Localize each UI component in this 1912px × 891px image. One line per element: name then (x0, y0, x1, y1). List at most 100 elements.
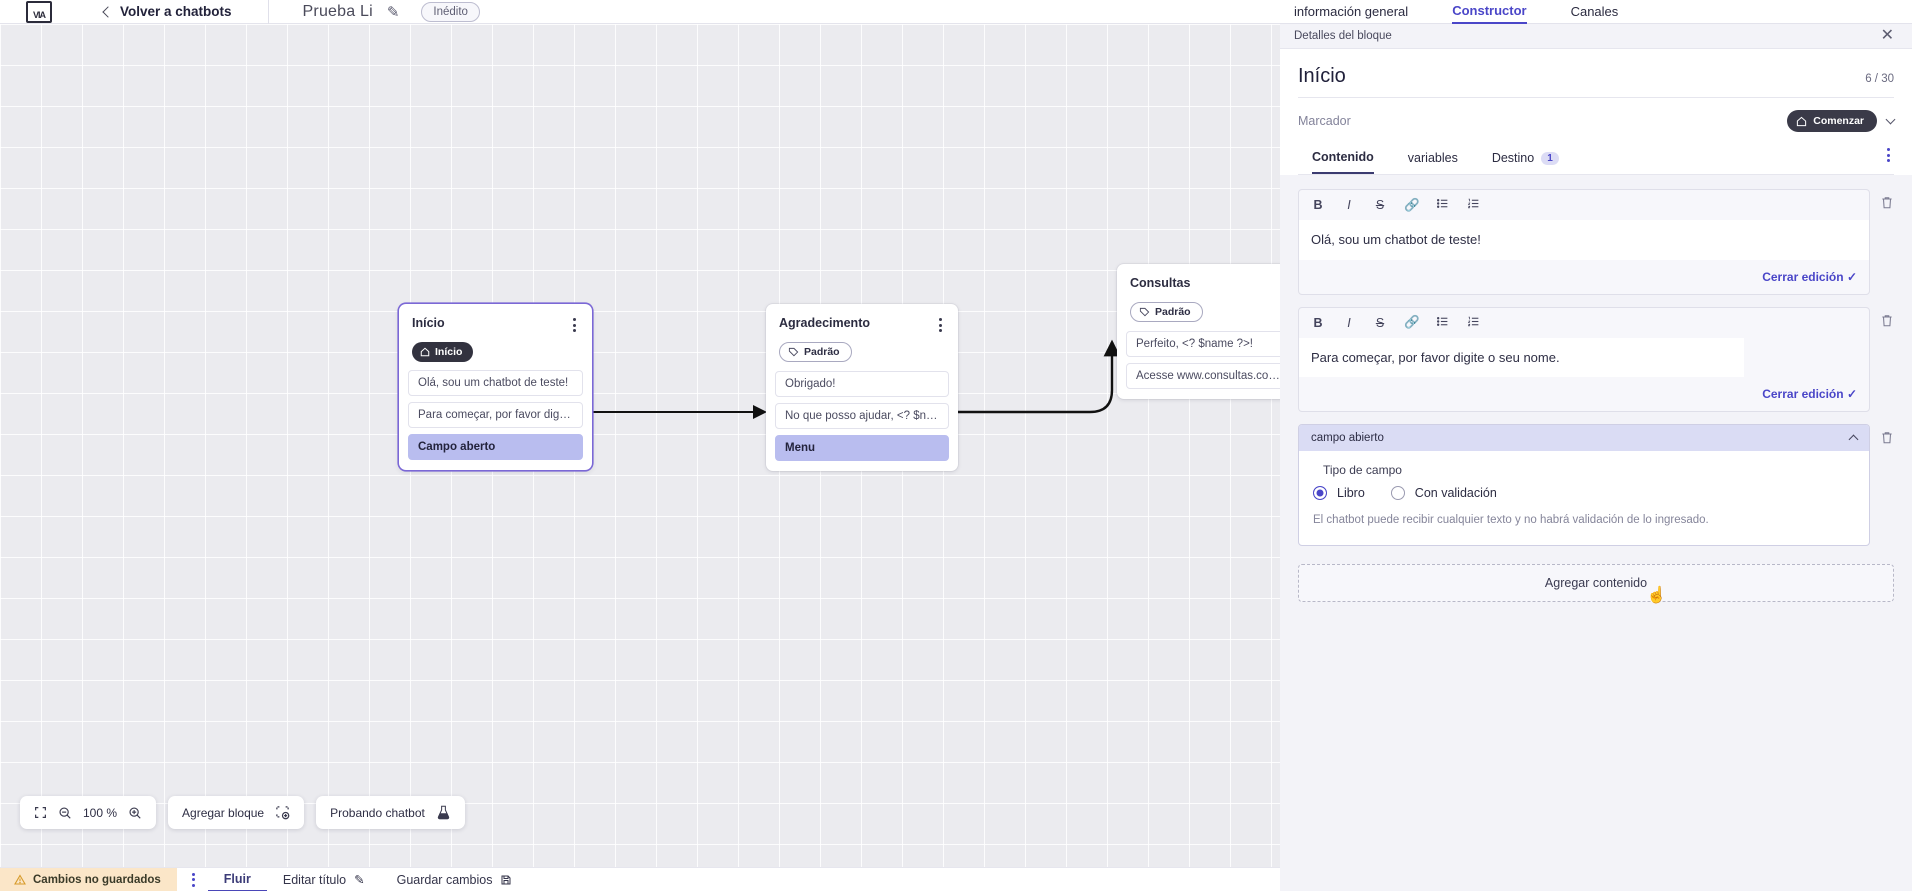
rich-text-value-2[interactable]: Para começar, por favor digite o seu nom… (1299, 337, 1744, 377)
delete-field-button[interactable] (1880, 424, 1894, 448)
logo-text: VIA (32, 9, 46, 20)
strikethrough-icon[interactable]: S (1375, 198, 1385, 212)
test-chatbot-button[interactable]: Probando chatbot (316, 796, 465, 829)
tab-destino-badge: 1 (1541, 151, 1559, 165)
node-rows: Olá, sou um chatbot de teste! Para começ… (399, 366, 592, 460)
flow-node-agradecimento[interactable]: Agradecimento Padrão Obrigado! No que po… (766, 304, 958, 471)
flask-icon (436, 805, 451, 820)
link-icon[interactable]: 🔗 (1404, 315, 1420, 329)
zoom-controls[interactable]: 100 % (20, 796, 157, 829)
save-icon (501, 875, 511, 884)
radio-con-validacion[interactable] (1390, 486, 1405, 500)
back-to-chatbots-link[interactable]: Volver a chatbots (102, 4, 232, 19)
marker-pill-comenzar[interactable]: Comenzar (1787, 110, 1877, 132)
zoom-level-label: 100 % (83, 805, 118, 820)
bold-icon[interactable]: B (1313, 315, 1323, 330)
tab-canales[interactable]: Canales (1570, 4, 1619, 19)
italic-icon[interactable]: I (1347, 198, 1351, 212)
node-tag-row: Padrão (766, 334, 958, 367)
node-row[interactable]: Perfeito, <? $name ?>! (1126, 330, 1297, 357)
rich-text-footer-1: Cerrar edición ✓ (1299, 260, 1869, 294)
bullet-list-icon[interactable] (1435, 315, 1449, 331)
delete-content-button-1[interactable] (1880, 189, 1894, 213)
bullet-list-icon[interactable] (1435, 197, 1449, 213)
bold-icon[interactable]: B (1313, 198, 1323, 212)
block-count: 6 / 30 (1865, 73, 1894, 85)
radio-libro[interactable] (1313, 486, 1327, 500)
tab-destino[interactable]: Destino 1 (1492, 151, 1559, 173)
content-options-button[interactable] (1887, 148, 1890, 162)
chevron-down-icon[interactable] (1885, 114, 1896, 125)
node-tag-label: Padrão (804, 346, 840, 358)
save-changes-button[interactable]: Guardar cambios (381, 868, 529, 891)
zoom-in-icon[interactable] (128, 806, 142, 820)
rich-text-editor-2[interactable]: B I S 🔗 Para começar, por favor digite (1298, 306, 1870, 412)
numbered-list-icon[interactable] (1466, 197, 1480, 213)
node-row[interactable]: Para começar, por favor digite o ... (408, 402, 583, 428)
node-tag-default: Padrão (1130, 302, 1203, 322)
rich-text-value-1[interactable]: Olá, sou um chatbot de teste! (1299, 220, 1869, 260)
pencil-icon[interactable]: ✎ (386, 3, 400, 21)
panel-subheader-title: Detalles del bloque (1294, 30, 1392, 42)
open-field-header[interactable]: campo abierto (1299, 425, 1869, 451)
rich-text-toolbar: B I S 🔗 (1299, 308, 1869, 338)
node-menu-button[interactable] (936, 316, 945, 334)
node-rows: Obrigado! No que posso ajudar, <? $name … (766, 367, 958, 461)
add-content-button[interactable]: Agregar contenido ☝ (1298, 564, 1894, 604)
close-icon[interactable]: ✕ (1880, 27, 1894, 44)
close-edit-label-1: Cerrar edición (1762, 269, 1844, 284)
flow-node-inicio[interactable]: Início Início Olá, sou um chatbot de tes… (399, 304, 592, 470)
tab-contenido[interactable]: Contenido (1312, 150, 1374, 174)
rich-text-editor-1[interactable]: B I S 🔗 Olá, sou um chatbot de teste! (1298, 189, 1870, 295)
pencil-icon: ✎ (354, 873, 365, 887)
close-edit-button-1[interactable]: Cerrar edición ✓ (1762, 270, 1857, 284)
strikethrough-icon[interactable]: S (1375, 315, 1385, 330)
node-row[interactable]: Menu (775, 434, 949, 461)
node-row[interactable]: No que posso ajudar, <? $name ... (775, 402, 949, 429)
node-row[interactable]: Campo aberto (408, 434, 583, 460)
content-card-2: B I S 🔗 Para começar, por favor digite (1298, 306, 1894, 412)
bot-title: Prueba Li (302, 2, 373, 20)
app-logo-icon[interactable]: VIA (26, 0, 52, 23)
open-field-title: campo abierto (1311, 432, 1384, 444)
divider (267, 0, 269, 24)
marker-control: Comenzar (1787, 110, 1896, 132)
edit-title-button[interactable]: Editar título ✎ (267, 868, 381, 891)
node-title: Consultas (1130, 276, 1191, 290)
add-block-icon (275, 805, 290, 820)
node-row[interactable]: Acesse www.consultas.com par... (1126, 362, 1297, 389)
bottom-menu-button[interactable] (189, 871, 198, 889)
field-type-label: Tipo de campo (1323, 463, 1402, 477)
field-type-options: Libro Con validación (1313, 486, 1855, 500)
tab-constructor[interactable]: Constructor (1452, 0, 1527, 24)
node-title: Agradecimento (779, 316, 870, 330)
node-menu-button[interactable] (570, 316, 579, 334)
close-edit-button-2[interactable]: Cerrar edición ✓ (1762, 387, 1857, 401)
back-label: Volver a chatbots (120, 4, 232, 19)
save-changes-label: Guardar cambios (396, 872, 493, 887)
tab-variables-label: variables (1407, 151, 1458, 165)
chevron-left-icon (102, 5, 114, 18)
node-row[interactable]: Obrigado! (775, 370, 949, 397)
open-field-card: campo abierto Tipo de campo Libro Con va… (1298, 424, 1870, 547)
delete-content-button-2[interactable] (1880, 307, 1894, 331)
node-row[interactable]: Olá, sou um chatbot de teste! (408, 370, 583, 396)
radio-con-validacion-label: Con validación (1414, 486, 1497, 500)
add-content-label: Agregar contenido (1544, 576, 1648, 591)
marker-row: Marcador Comenzar (1298, 98, 1896, 136)
link-icon[interactable]: 🔗 (1404, 197, 1420, 212)
node-rows: Perfeito, <? $name ?>! Acesse www.consul… (1117, 327, 1306, 389)
flow-node-consultas[interactable]: Consultas Padrão Perfeito, <? $name ?>! … (1117, 264, 1306, 399)
tab-variables[interactable]: variables (1408, 151, 1458, 173)
zoom-out-icon[interactable] (58, 806, 72, 820)
numbered-list-icon[interactable] (1466, 315, 1480, 331)
fit-screen-icon[interactable] (34, 806, 47, 819)
radio-libro-label: Libro (1337, 486, 1365, 500)
tab-fluir[interactable]: Fluir (207, 868, 267, 891)
italic-icon[interactable]: I (1347, 315, 1351, 330)
canvas-toolbar: 100 % Agregar bloque Probando chatbot (20, 796, 465, 829)
add-block-button[interactable]: Agregar bloque (168, 796, 305, 829)
tab-informacion-general[interactable]: información general (1294, 4, 1409, 19)
chevron-up-icon[interactable] (1848, 434, 1859, 445)
node-tag-label: Início (435, 346, 463, 358)
